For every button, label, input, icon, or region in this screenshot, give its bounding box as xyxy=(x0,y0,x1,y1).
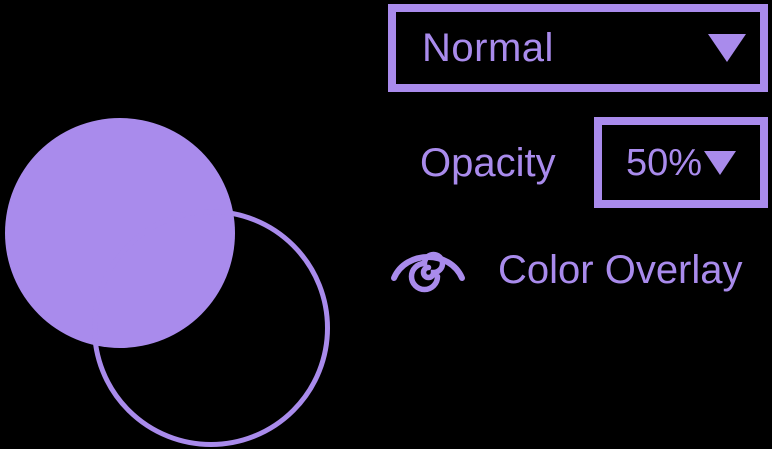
opacity-dropdown[interactable]: 50% xyxy=(594,117,768,208)
outline-circle[interactable] xyxy=(92,209,330,447)
chevron-down-icon xyxy=(704,150,737,175)
blend-mode-dropdown[interactable]: Normal xyxy=(388,4,768,92)
chevron-down-icon xyxy=(708,34,746,62)
shape-preview-canvas xyxy=(0,0,380,449)
opacity-value: 50% xyxy=(625,141,703,184)
blend-mode-value: Normal xyxy=(422,26,554,70)
opacity-label: Opacity xyxy=(420,140,556,185)
opacity-row: Opacity 50% xyxy=(388,117,768,208)
controls-panel: Normal Opacity 50% Color Overlay xyxy=(388,0,772,449)
color-overlay-row[interactable]: Color Overlay xyxy=(388,238,768,302)
eye-icon[interactable] xyxy=(390,242,466,298)
color-overlay-label: Color Overlay xyxy=(498,248,743,292)
